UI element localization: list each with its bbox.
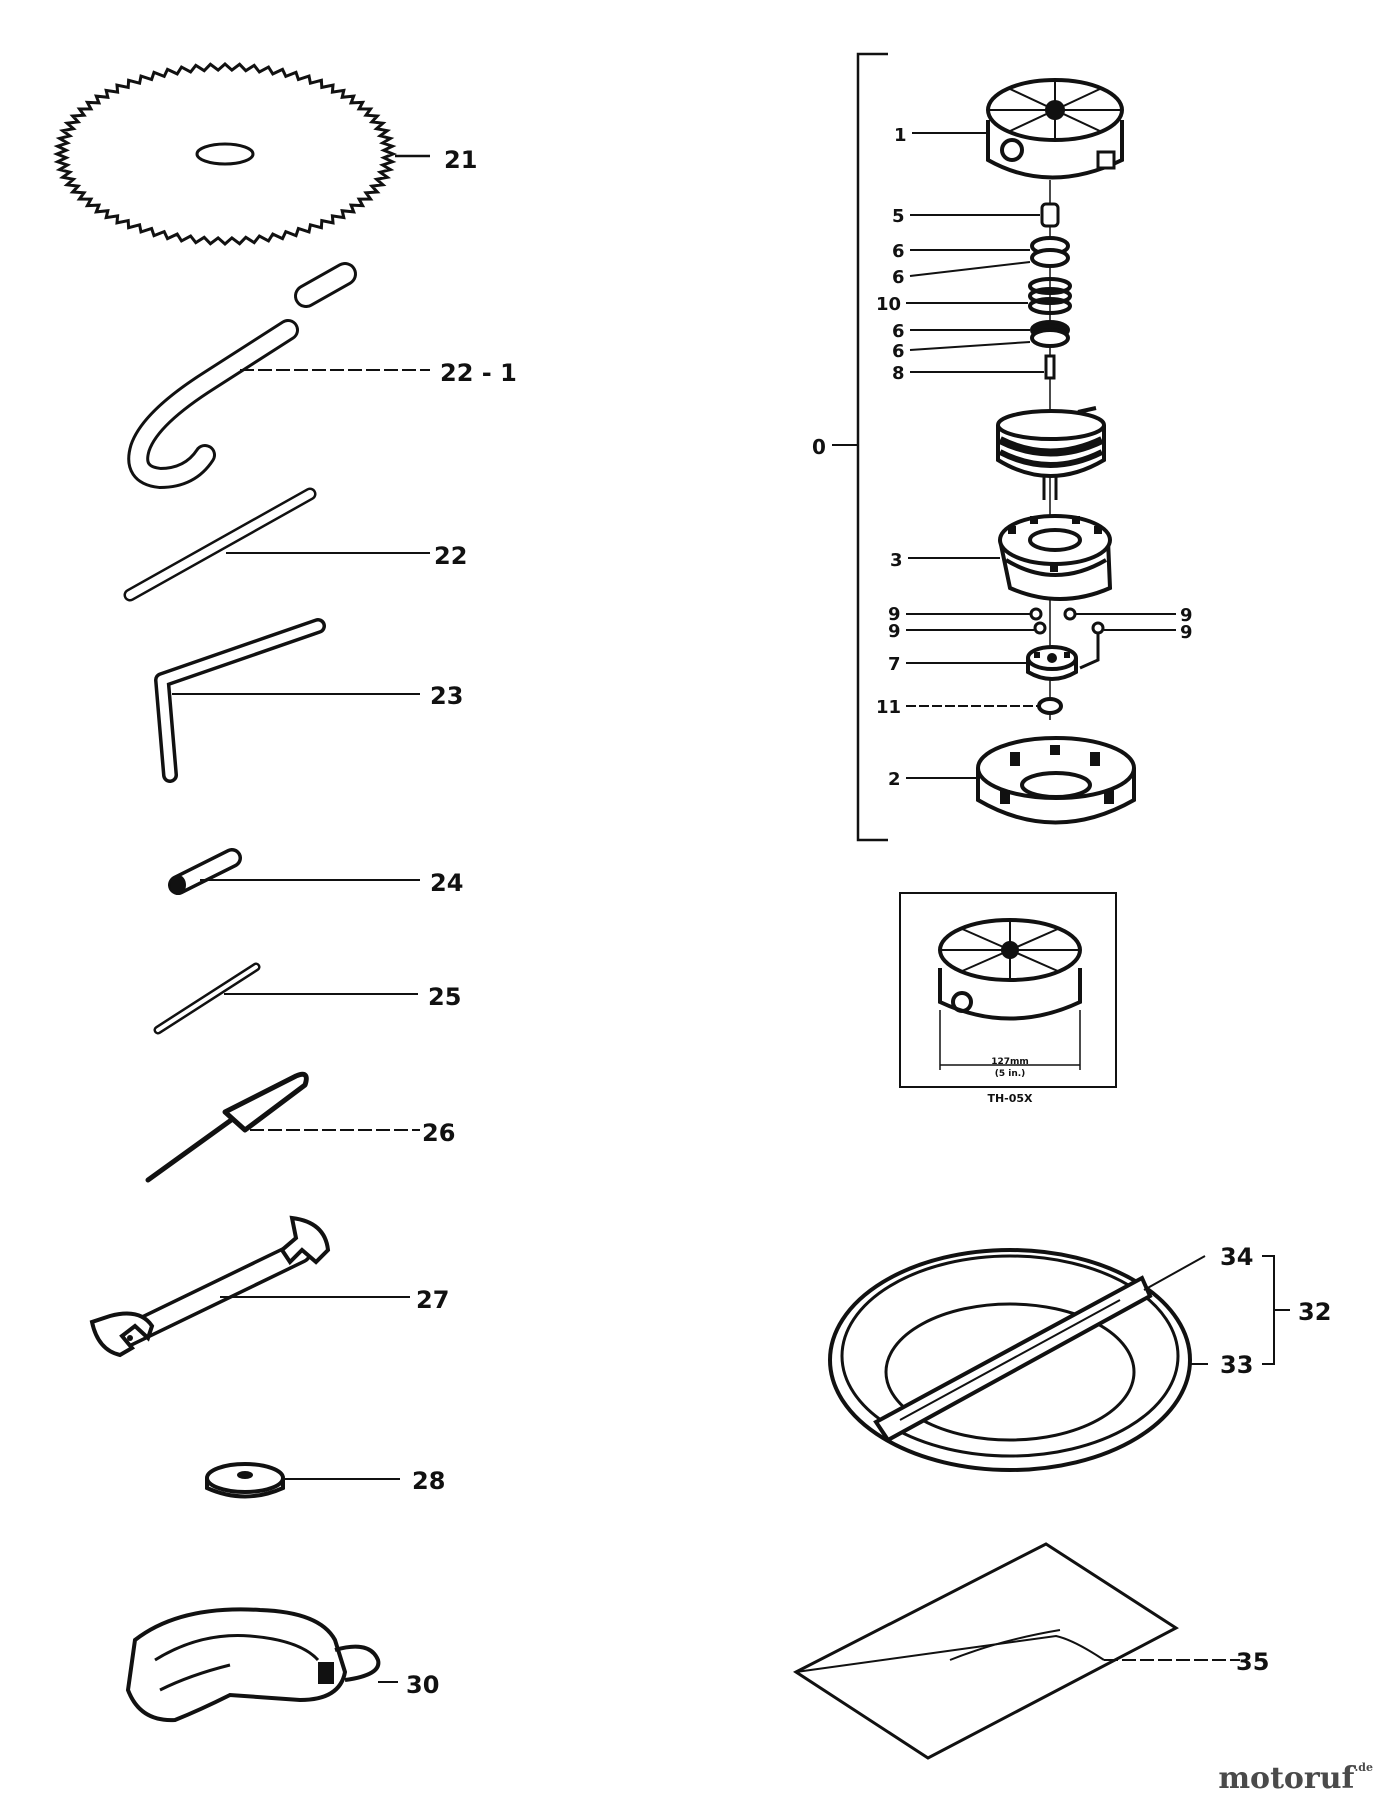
callout-33: 33	[1220, 1351, 1253, 1379]
watermark-logo: motoruf.de	[1218, 1761, 1373, 1796]
bracket-32	[1262, 1255, 1275, 1365]
callout-30: 30	[406, 1671, 439, 1699]
callout-9b: 9	[888, 621, 901, 642]
bracket-0	[856, 52, 888, 842]
head-cover-illustration	[986, 78, 1124, 180]
callout-10: 10	[876, 294, 901, 315]
washer-upper-illustration	[1030, 236, 1070, 268]
leader-6b	[909, 261, 1031, 277]
inset-model-label: TH-05X	[987, 1092, 1033, 1105]
callout-34: 34	[1220, 1243, 1253, 1271]
callout-6a: 6	[892, 241, 905, 262]
callout-8: 8	[892, 363, 905, 384]
shaft-illustration	[1044, 354, 1056, 380]
hook-rod-illustration	[127, 262, 357, 490]
callout-25: 25	[428, 983, 461, 1011]
watermark-suffix: .de	[1354, 1761, 1373, 1774]
watermark-name: motoruf	[1218, 1761, 1355, 1796]
callout-2: 2	[888, 769, 901, 790]
plug-wrench-illustration	[168, 848, 242, 895]
cap-illustration	[205, 1462, 285, 1499]
callout-11: 11	[876, 697, 901, 718]
inset-dimension: 127mm	[991, 1057, 1029, 1067]
saw-blade-illustration	[52, 61, 398, 247]
bolt-illustration	[1040, 202, 1060, 228]
callout-5: 5	[892, 206, 905, 227]
callout-22: 22	[434, 542, 467, 570]
hex-key-illustration	[154, 618, 326, 783]
callout-9d: 9	[1180, 622, 1193, 643]
callout-9a: 9	[888, 604, 901, 625]
callout-22-1: 22 - 1	[440, 359, 517, 387]
goggles-illustration	[125, 1607, 381, 1723]
callout-24: 24	[430, 869, 463, 897]
callout-21: 21	[444, 146, 477, 174]
rod-illustration	[123, 487, 317, 602]
callout-6c: 6	[892, 321, 905, 342]
inset-dimension-sub: (5 in.)	[995, 1069, 1026, 1079]
small-washer-illustration	[1037, 697, 1063, 715]
ball-illustrations	[1029, 607, 1105, 635]
callout-23: 23	[430, 682, 463, 710]
spool-base-illustration	[998, 514, 1113, 601]
leader-6d	[909, 341, 1031, 351]
callout-26: 26	[422, 1119, 455, 1147]
spring-illustration	[1028, 277, 1072, 315]
line-coil-illustration	[828, 1248, 1192, 1472]
wrench-illustration	[89, 1215, 331, 1358]
callout-28: 28	[412, 1467, 445, 1495]
pin-illustration	[153, 962, 261, 1035]
leader-34	[1143, 1255, 1206, 1291]
inset-head-illustration	[938, 918, 1082, 1070]
manual-illustration	[793, 1542, 1179, 1760]
callout-3: 3	[890, 550, 903, 571]
callout-6d: 6	[892, 341, 905, 362]
callout-35: 35	[1236, 1648, 1269, 1676]
washer-lower-illustration	[1030, 320, 1070, 348]
callout-9c: 9	[1180, 605, 1193, 626]
callout-0: 0	[812, 435, 826, 459]
callout-7: 7	[888, 654, 901, 675]
hub-illustration	[1026, 634, 1100, 681]
callout-1: 1	[894, 125, 907, 146]
callout-27: 27	[416, 1286, 449, 1314]
callout-32: 32	[1298, 1298, 1331, 1326]
spool-illustration	[996, 406, 1106, 500]
housing-illustration	[976, 736, 1136, 825]
screwdriver-illustration	[145, 1071, 309, 1183]
callout-6b: 6	[892, 267, 905, 288]
